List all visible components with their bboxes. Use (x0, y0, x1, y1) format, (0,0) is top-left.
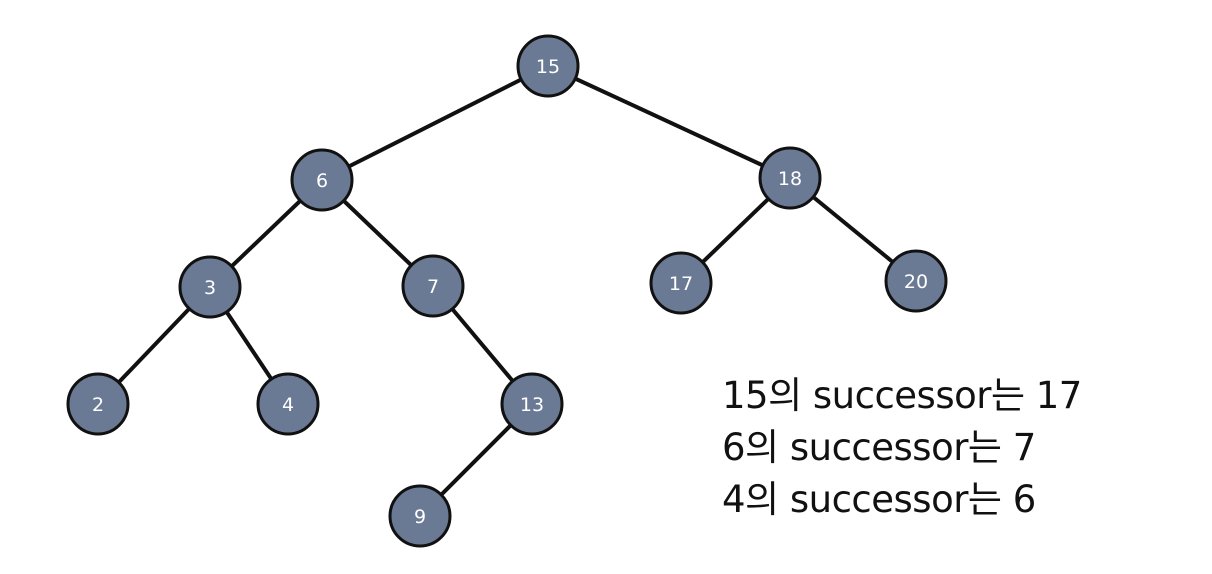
node-circle (178, 255, 242, 319)
node-label: 9 (414, 506, 426, 528)
node-circle (500, 372, 564, 436)
node-label: 3 (204, 277, 216, 299)
node-label: 4 (282, 394, 294, 416)
tree-node-9: 9 (388, 484, 452, 548)
tree-node-2: 2 (66, 372, 130, 436)
node-circle (256, 372, 320, 436)
node-label: 18 (778, 168, 802, 190)
tree-node-20: 20 (884, 249, 948, 313)
tree-nodes: 15 6 18 3 7 17 20 2 4 13 9 (66, 34, 948, 548)
node-circle (516, 34, 580, 98)
node-label: 15 (536, 56, 560, 78)
node-label: 13 (520, 394, 544, 416)
node-circle (388, 484, 452, 548)
successor-notes: 15의 successor는 17 6의 successor는 7 4의 suc… (722, 370, 1082, 526)
note-line-1: 15의 successor는 17 (722, 374, 1082, 417)
node-label: 6 (316, 170, 328, 192)
node-circle (884, 249, 948, 313)
tree-node-7: 7 (401, 254, 465, 318)
node-circle (401, 254, 465, 318)
tree-node-4: 4 (256, 372, 320, 436)
note-line-2: 6의 successor는 7 (722, 426, 1036, 469)
node-label: 2 (92, 394, 104, 416)
node-circle (66, 372, 130, 436)
node-label: 17 (669, 273, 693, 295)
node-circle (758, 146, 822, 210)
node-circle (649, 251, 713, 315)
node-circle (290, 148, 354, 212)
tree-node-18: 18 (758, 146, 822, 210)
node-label: 7 (427, 276, 439, 298)
edge-15-6 (320, 64, 550, 182)
note-line-3: 4의 successor는 6 (722, 478, 1036, 521)
edge-15-18 (546, 64, 792, 180)
tree-node-6: 6 (290, 148, 354, 212)
tree-node-13: 13 (500, 372, 564, 436)
tree-node-3: 3 (178, 255, 242, 319)
tree-node-17: 17 (649, 251, 713, 315)
node-label: 20 (904, 271, 928, 293)
tree-node-15: 15 (516, 34, 580, 98)
